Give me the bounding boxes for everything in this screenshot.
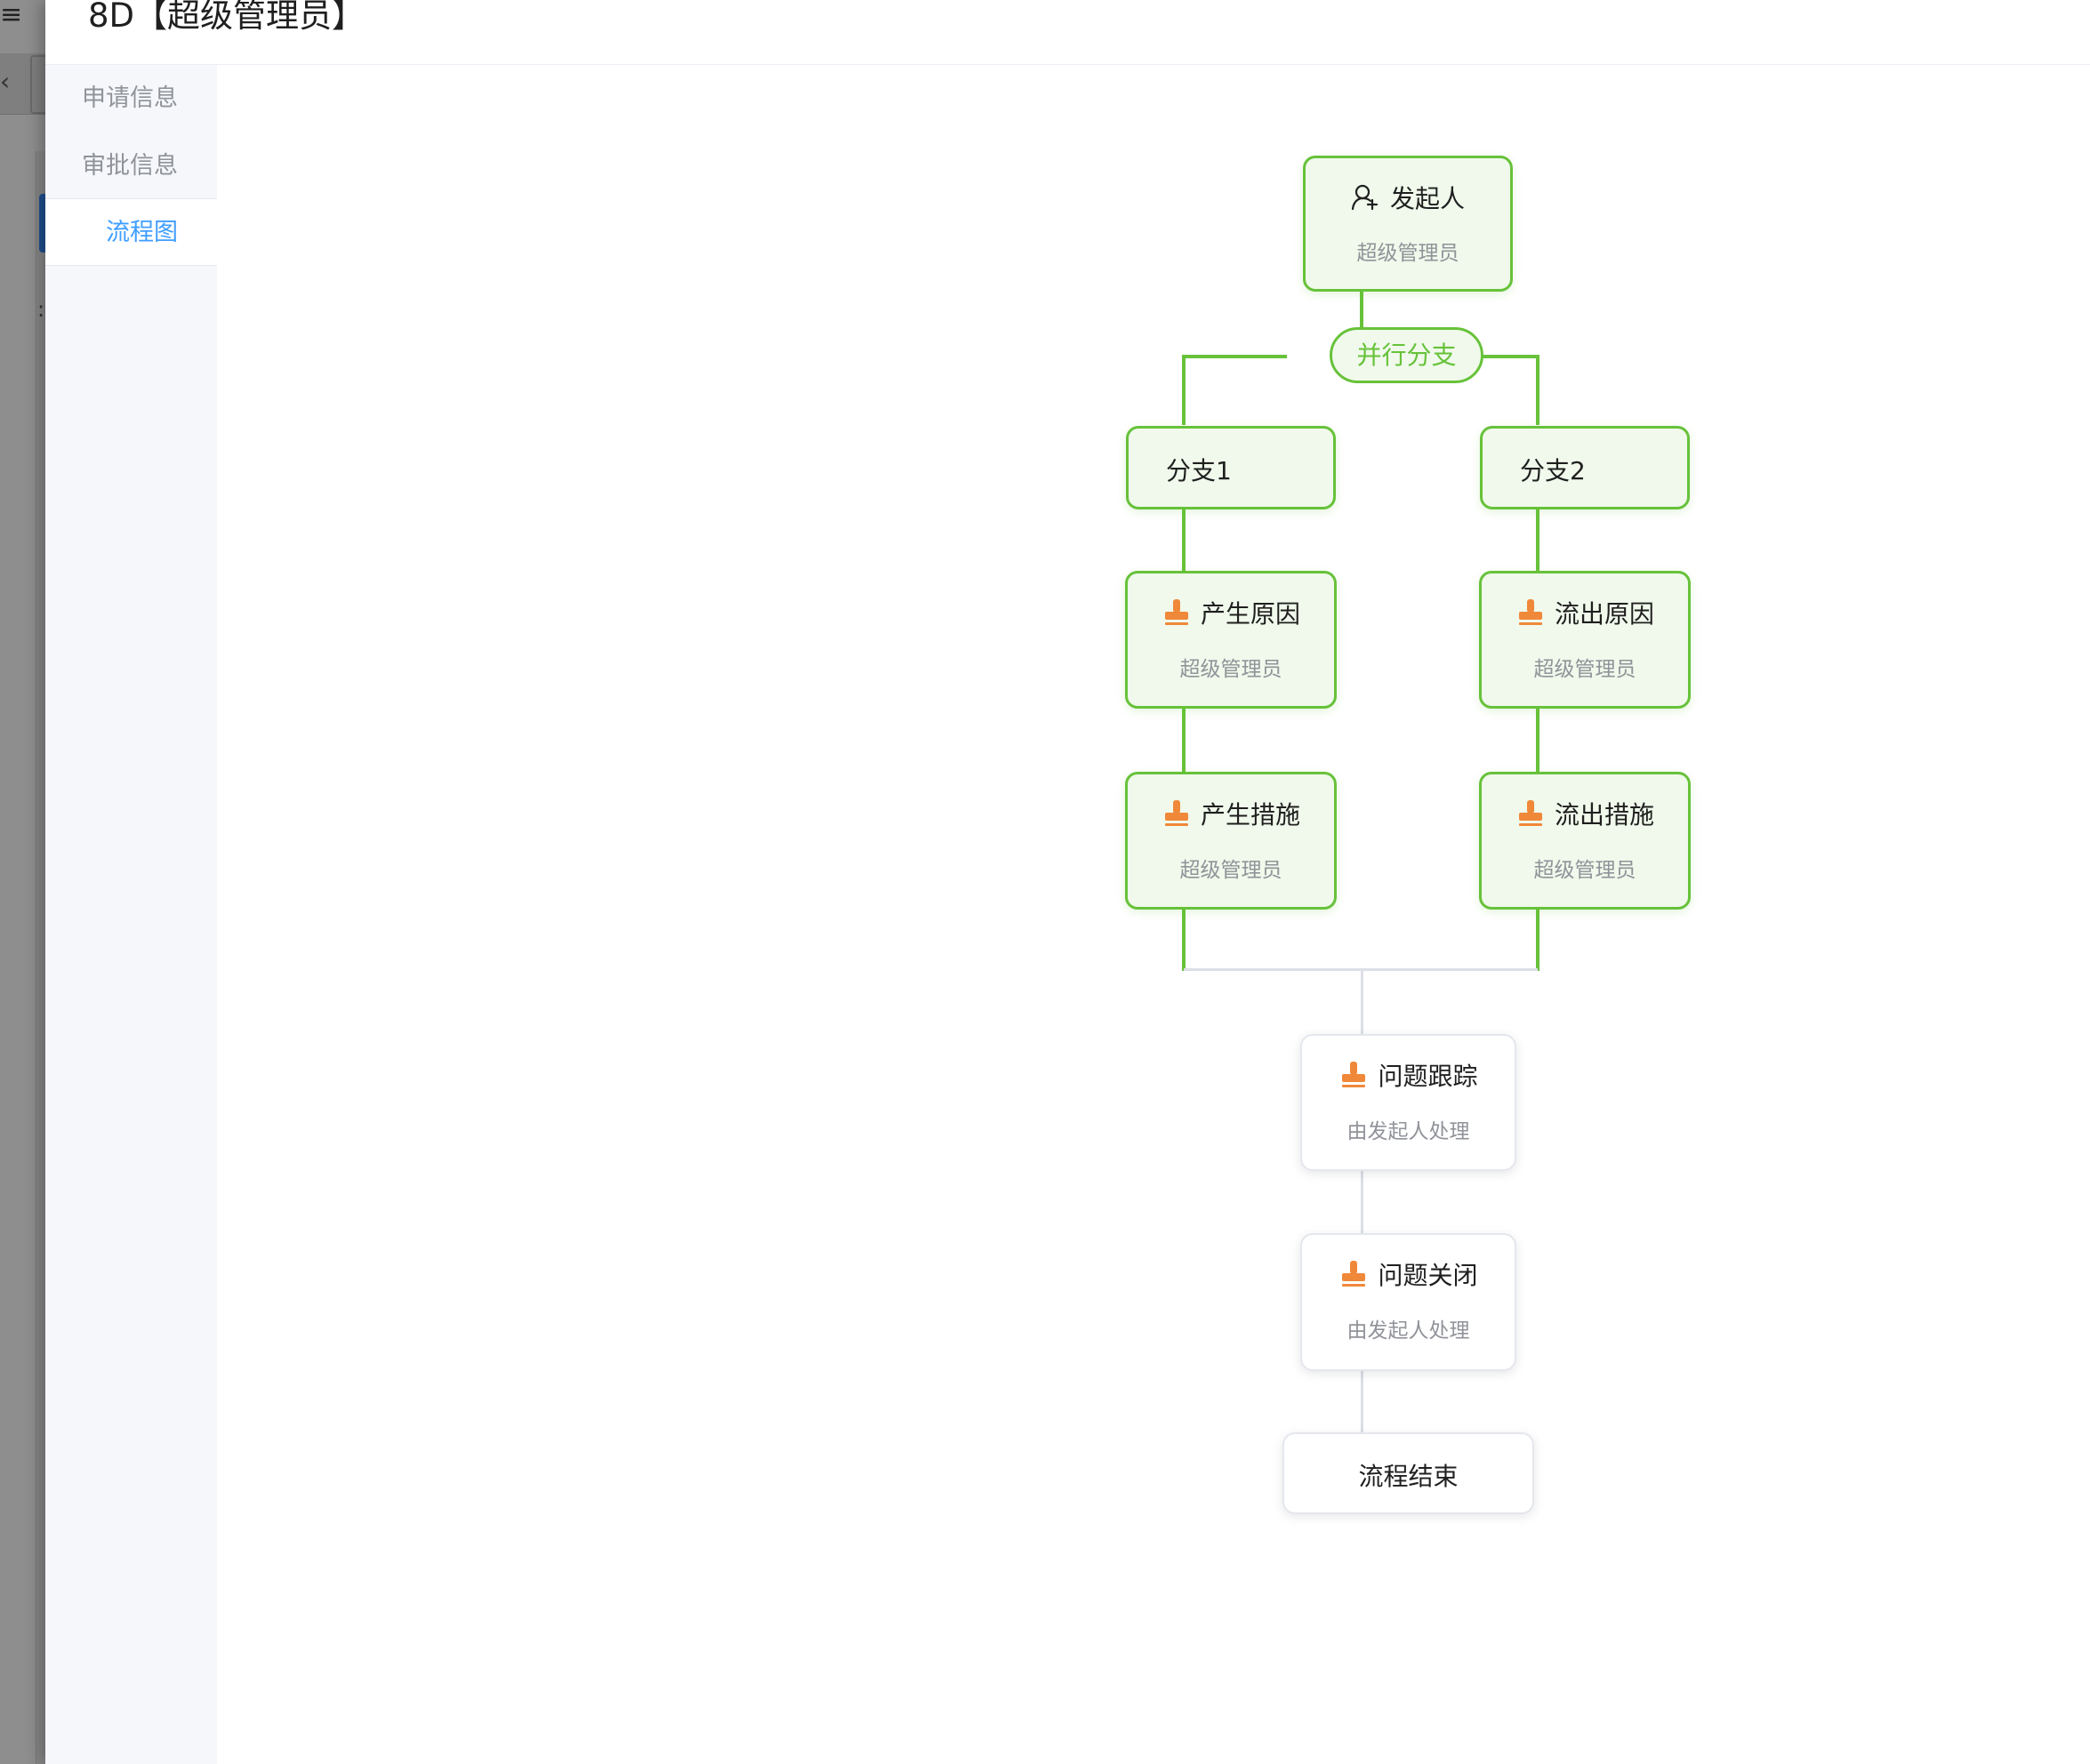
drawer-title: 8D【超级管理员】 xyxy=(88,0,366,35)
background-text-fragment: : xyxy=(37,297,45,322)
node-title-row: 流出措施 xyxy=(1482,796,1688,831)
node-title: 分支2 xyxy=(1520,456,1586,485)
node-title: 产生原因 xyxy=(1200,599,1300,629)
node-title: 问题关闭 xyxy=(1378,1261,1478,1290)
node-title-row: 发起人 xyxy=(1306,180,1510,215)
tab-label: 流程图 xyxy=(106,219,178,246)
node-title-row: 产生原因 xyxy=(1128,595,1334,630)
flow-node-issue-close[interactable]: 问题关闭 由发起人处理 xyxy=(1300,1233,1516,1371)
connector-to-branch-2 xyxy=(1536,355,1539,425)
flow-node-outflow-cause[interactable]: 流出原因 超级管理员 xyxy=(1479,571,1691,709)
menu-icon: ≡ xyxy=(0,0,23,30)
flow-node-cause[interactable]: 产生原因 超级管理员 xyxy=(1125,571,1337,709)
tab-approval-info[interactable]: 审批信息 xyxy=(45,132,217,200)
background-tab-box xyxy=(30,55,46,114)
drawer-header: 8D【超级管理员】 xyxy=(45,0,2090,65)
connector-close-to-end xyxy=(1361,1369,1363,1433)
chevron-left-icon: ‹ xyxy=(0,67,11,96)
flow-node-end[interactable]: 流程结束 xyxy=(1282,1432,1534,1514)
node-title: 问题跟踪 xyxy=(1378,1062,1478,1091)
stamp-icon xyxy=(1342,1062,1366,1087)
connector-join-to-tracking xyxy=(1361,968,1363,1035)
flow-branch-2[interactable]: 分支2 xyxy=(1480,426,1690,509)
background-active-tab xyxy=(39,194,46,253)
flowchart-canvas: 发起人 超级管理员 并行分支 分支1 分支2 产生原因 超级管理员 xyxy=(217,65,2090,1764)
tab-application-info[interactable]: 申请信息 xyxy=(45,65,217,132)
node-subtitle: 由发起人处理 xyxy=(1346,1319,1470,1343)
user-add-icon xyxy=(1351,184,1379,211)
tab-label: 申请信息 xyxy=(82,84,178,112)
node-title: 流出措施 xyxy=(1554,800,1654,830)
connector-start-to-parallel xyxy=(1360,290,1363,331)
connector-parallel-right xyxy=(1437,355,1539,358)
node-title-row: 产生措施 xyxy=(1128,796,1334,831)
background-toolbar xyxy=(0,53,46,115)
flow-branch-1[interactable]: 分支1 xyxy=(1126,426,1336,509)
connector-branch-2-step-1 xyxy=(1536,508,1539,572)
node-title: 产生措施 xyxy=(1200,800,1300,830)
connector-to-branch-1 xyxy=(1182,355,1186,425)
background-card xyxy=(36,151,46,1764)
node-title-row: 流出原因 xyxy=(1482,595,1688,630)
node-subtitle: 由发起人处理 xyxy=(1346,1120,1470,1143)
node-subtitle: 超级管理员 xyxy=(1356,242,1459,265)
tab-label: 审批信息 xyxy=(82,152,178,180)
connector-parallel-left xyxy=(1182,355,1287,358)
stamp-icon xyxy=(1518,599,1542,625)
node-title: 流程结束 xyxy=(1358,1462,1459,1491)
flow-node-initiator[interactable]: 发起人 超级管理员 xyxy=(1303,156,1513,292)
background-app: ≡ ‹ : xyxy=(0,0,46,1764)
flow-node-cause-measure[interactable]: 产生措施 超级管理员 xyxy=(1125,772,1337,910)
connector-branch-2-step-2 xyxy=(1536,707,1539,773)
stamp-icon xyxy=(1164,599,1188,625)
detail-drawer: 8D【超级管理员】 申请信息 审批信息 流程图 xyxy=(45,0,2090,1764)
stamp-icon xyxy=(1342,1261,1366,1287)
node-title: 分支1 xyxy=(1166,456,1232,485)
connector-branch-2-out xyxy=(1536,908,1539,971)
flow-node-issue-tracking[interactable]: 问题跟踪 由发起人处理 xyxy=(1300,1034,1516,1171)
node-title-row: 问题关闭 xyxy=(1302,1256,1515,1292)
flow-node-outflow-measure[interactable]: 流出措施 超级管理员 xyxy=(1479,772,1691,910)
side-tabs: 申请信息 审批信息 流程图 xyxy=(45,65,219,1764)
node-subtitle: 超级管理员 xyxy=(1179,859,1282,882)
node-subtitle: 超级管理员 xyxy=(1179,658,1282,681)
node-title: 发起人 xyxy=(1389,184,1465,213)
tab-flowchart[interactable]: 流程图 xyxy=(45,198,219,266)
connector-tracking-to-close xyxy=(1361,1169,1363,1234)
parallel-branch-label: 并行分支 xyxy=(1330,327,1483,383)
stamp-icon xyxy=(1518,800,1542,826)
node-subtitle: 超级管理员 xyxy=(1533,859,1636,882)
connector-branch-1-step-2 xyxy=(1182,707,1186,773)
node-title-row: 问题跟踪 xyxy=(1302,1057,1515,1093)
node-title: 流出原因 xyxy=(1554,599,1654,629)
node-subtitle: 超级管理员 xyxy=(1533,658,1636,681)
connector-branch-1-step-1 xyxy=(1182,508,1186,572)
connector-branch-1-out xyxy=(1182,908,1186,971)
stamp-icon xyxy=(1164,800,1188,826)
